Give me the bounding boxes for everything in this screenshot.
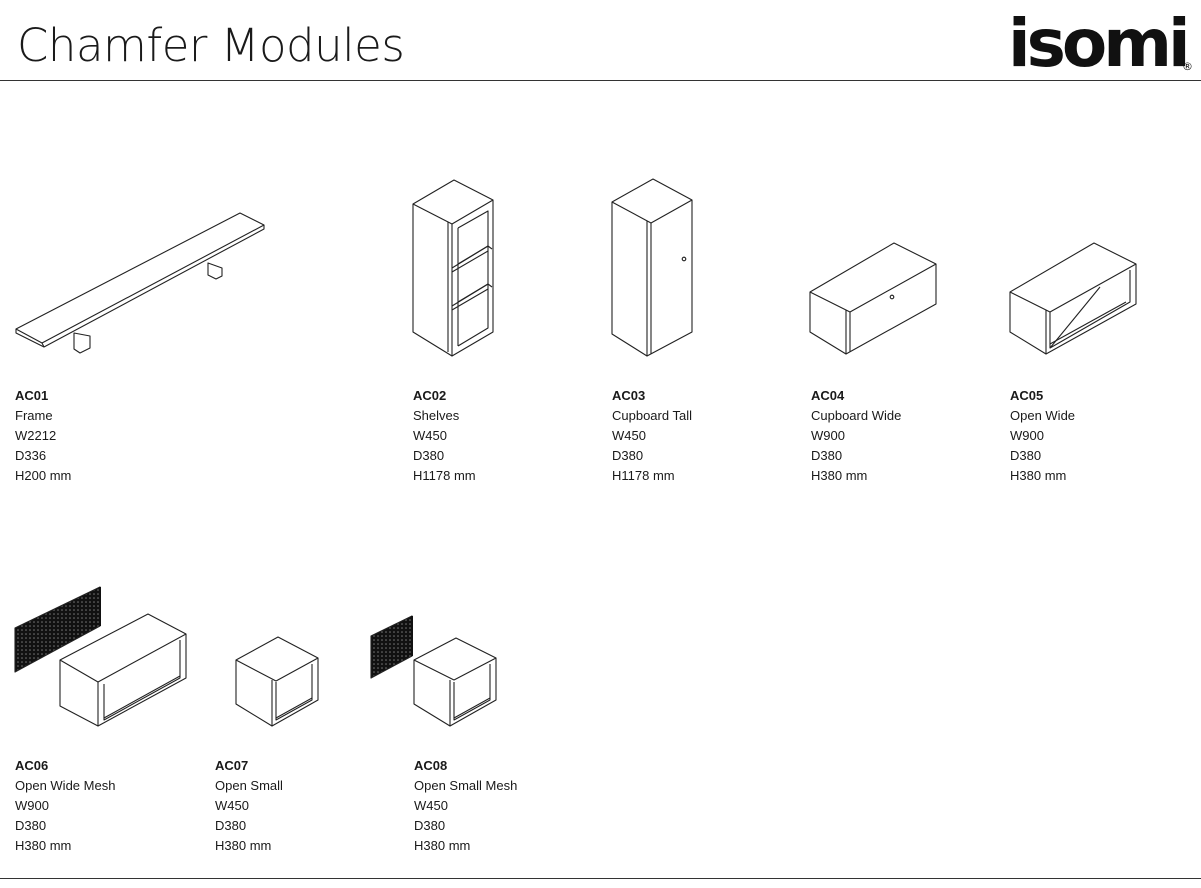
- module-spec-ac07: AC07 Open Small W450 D380 H380 mm: [215, 756, 283, 856]
- module-name: Open Wide: [1010, 407, 1076, 423]
- open-small-illustration: [235, 636, 319, 727]
- open-small-mesh-illustration: [370, 615, 497, 727]
- module-width: W2212: [15, 427, 57, 443]
- module-height: H380 mm: [15, 837, 72, 853]
- module-depth: D380: [215, 817, 247, 833]
- module-height: H380 mm: [215, 837, 272, 853]
- module-name: Open Small: [215, 777, 283, 793]
- module-depth: D380: [612, 447, 644, 463]
- module-height: H380 mm: [811, 467, 868, 483]
- module-depth: D380: [1010, 447, 1042, 463]
- tall-cupboard-illustration: [611, 178, 693, 357]
- module-height: H380 mm: [1010, 467, 1067, 483]
- module-code: AC08: [414, 758, 448, 773]
- module-width: W450: [414, 797, 448, 813]
- header-divider: [0, 80, 1201, 81]
- module-height: H380 mm: [414, 837, 471, 853]
- frame-shelf-illustration: [15, 212, 265, 354]
- module-name: Cupboard Tall: [612, 407, 692, 423]
- module-spec-ac05: AC05 Open Wide W900 D380 H380 mm: [1010, 386, 1075, 486]
- module-width: W450: [413, 427, 447, 443]
- module-code: AC06: [15, 758, 49, 773]
- module-depth: D380: [413, 447, 445, 463]
- module-code: AC05: [1010, 388, 1044, 403]
- tall-shelves-illustration: [412, 179, 494, 357]
- module-height: H1178 mm: [413, 467, 476, 483]
- module-depth: D380: [414, 817, 446, 833]
- module-code: AC03: [612, 388, 646, 403]
- open-wide-mesh-illustration: [14, 586, 187, 727]
- module-depth: D380: [15, 817, 47, 833]
- module-width: W900: [811, 427, 845, 443]
- wide-cupboard-illustration: [809, 242, 937, 355]
- module-name: Cupboard Wide: [811, 407, 902, 423]
- svg-text:isomi: isomi: [1008, 8, 1187, 74]
- footer-divider: [0, 878, 1201, 879]
- module-spec-ac03: AC03 Cupboard Tall W450 D380 H1178 mm: [612, 386, 692, 486]
- module-width: W450: [215, 797, 249, 813]
- module-name: Shelves: [413, 407, 460, 423]
- svg-text:®: ®: [1182, 60, 1193, 73]
- module-code: AC01: [15, 388, 49, 403]
- module-code: AC07: [215, 758, 249, 773]
- module-name: Open Wide Mesh: [15, 777, 116, 793]
- module-name: Open Small Mesh: [414, 777, 518, 793]
- module-spec-ac04: AC04 Cupboard Wide W900 D380 H380 mm: [811, 386, 901, 486]
- open-wide-illustration: [1009, 242, 1137, 355]
- module-width: W900: [15, 797, 49, 813]
- isomi-logo: isomi ®: [1008, 8, 1193, 74]
- module-name: Frame: [15, 407, 53, 423]
- module-width: W450: [612, 427, 646, 443]
- module-spec-ac02: AC02 Shelves W450 D380 H1178 mm: [413, 386, 476, 486]
- module-spec-ac01: AC01 Frame W2212 D336 H200 mm: [15, 386, 71, 486]
- page-title: Chamfer Modules: [17, 19, 405, 72]
- module-height: H1178 mm: [612, 467, 675, 483]
- module-spec-ac06: AC06 Open Wide Mesh W900 D380 H380 mm: [15, 756, 115, 856]
- module-depth: D336: [15, 447, 47, 463]
- module-code: AC04: [811, 388, 845, 403]
- module-spec-ac08: AC08 Open Small Mesh W450 D380 H380 mm: [414, 756, 517, 856]
- module-height: H200 mm: [15, 467, 72, 483]
- module-code: AC02: [413, 388, 447, 403]
- module-width: W900: [1010, 427, 1044, 443]
- module-depth: D380: [811, 447, 843, 463]
